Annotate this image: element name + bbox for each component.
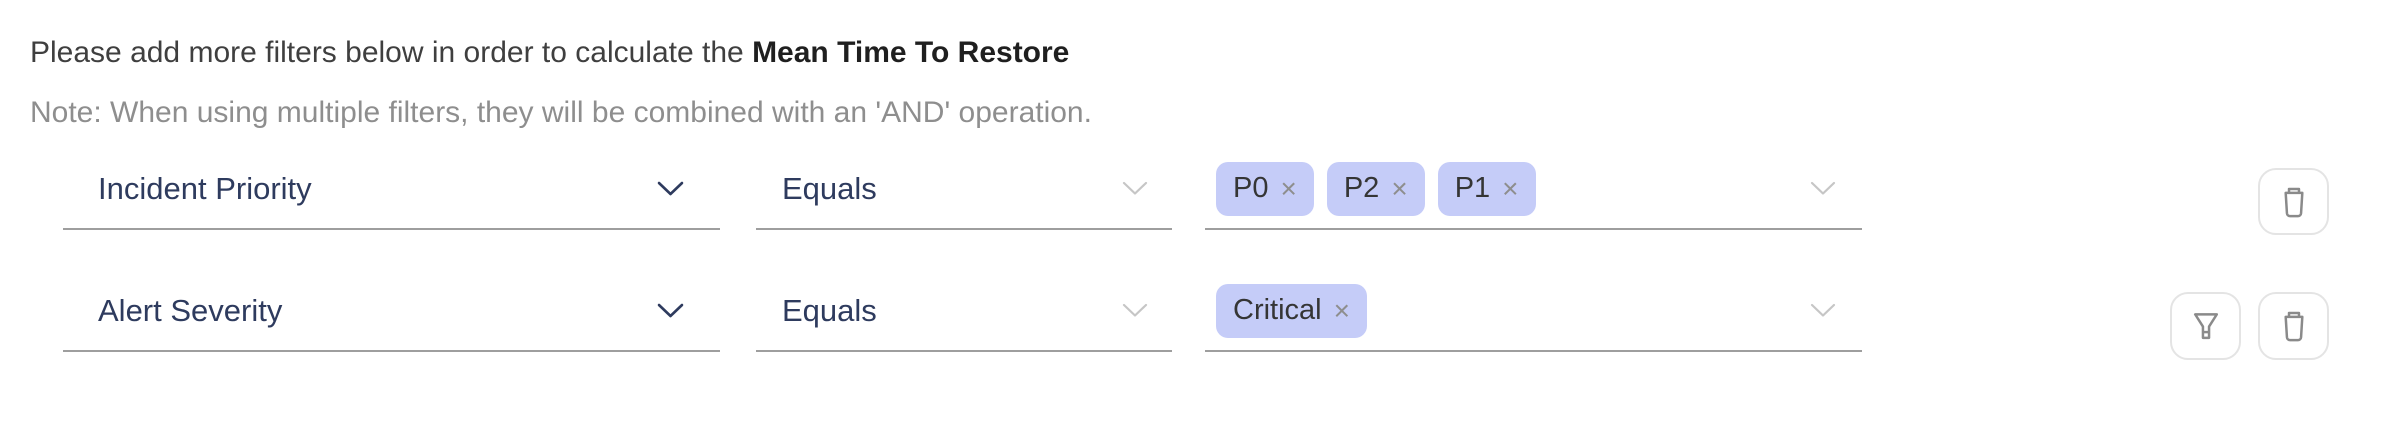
tag-p2: P2 × — [1326, 161, 1425, 216]
remove-tag-icon[interactable]: × — [1280, 172, 1297, 204]
tag-label: P2 — [1343, 172, 1380, 204]
values-multiselect[interactable]: Critical × — [1205, 271, 1862, 352]
trash-icon — [2283, 187, 2304, 217]
remove-tag-icon[interactable]: × — [1333, 294, 1350, 326]
funnel-icon — [2193, 313, 2218, 340]
remove-tag-icon[interactable]: × — [1391, 172, 1408, 204]
tag-critical: Critical × — [1216, 283, 1367, 338]
field-select-value: Incident Priority — [98, 170, 312, 206]
values-multiselect[interactable]: P0 × P2 × P1 × — [1205, 149, 1862, 230]
chevron-down-icon — [657, 303, 684, 317]
trash-icon — [2283, 311, 2304, 342]
delete-filter-row-1-button[interactable] — [2258, 168, 2329, 235]
tag-label: P1 — [1454, 172, 1491, 204]
chevron-down-icon — [657, 181, 684, 195]
tag-label: P0 — [1233, 172, 1269, 204]
operator-select-value: Equals — [782, 292, 877, 328]
operator-select[interactable]: Equals — [756, 149, 1172, 230]
field-select-incident-priority[interactable]: Incident Priority — [63, 149, 720, 230]
chevron-down-icon — [1810, 303, 1836, 317]
delete-filter-row-2-button[interactable] — [2258, 292, 2329, 360]
tag-label: Critical — [1233, 294, 1322, 326]
field-select-alert-severity[interactable]: Alert Severity — [63, 271, 720, 352]
note-text: Note: When using multiple filters, they … — [30, 96, 1092, 129]
selected-tags: P0 × P2 × P1 × — [1216, 161, 1536, 216]
intro-text-regular: Please add more filters below in order t… — [30, 36, 753, 69]
filter-action-button[interactable] — [2170, 292, 2241, 360]
tag-p1: P1 × — [1437, 161, 1536, 216]
operator-select[interactable]: Equals — [756, 271, 1172, 352]
chevron-down-icon — [1810, 181, 1836, 195]
chevron-down-icon — [1122, 181, 1148, 195]
filter-row-2: Alert Severity Equals Critical × — [0, 271, 2408, 352]
intro-text: Please add more filters below in order t… — [30, 36, 1069, 70]
field-select-value: Alert Severity — [98, 292, 283, 328]
operator-select-value: Equals — [782, 170, 877, 206]
metric-name: Mean Time To Restore — [752, 36, 1070, 69]
chevron-down-icon — [1122, 303, 1148, 317]
selected-tags: Critical × — [1216, 283, 1367, 338]
remove-tag-icon[interactable]: × — [1502, 172, 1519, 204]
filter-row-1: Incident Priority Equals P0 × P2 × — [0, 149, 2408, 230]
tag-p0: P0 × — [1216, 161, 1314, 216]
